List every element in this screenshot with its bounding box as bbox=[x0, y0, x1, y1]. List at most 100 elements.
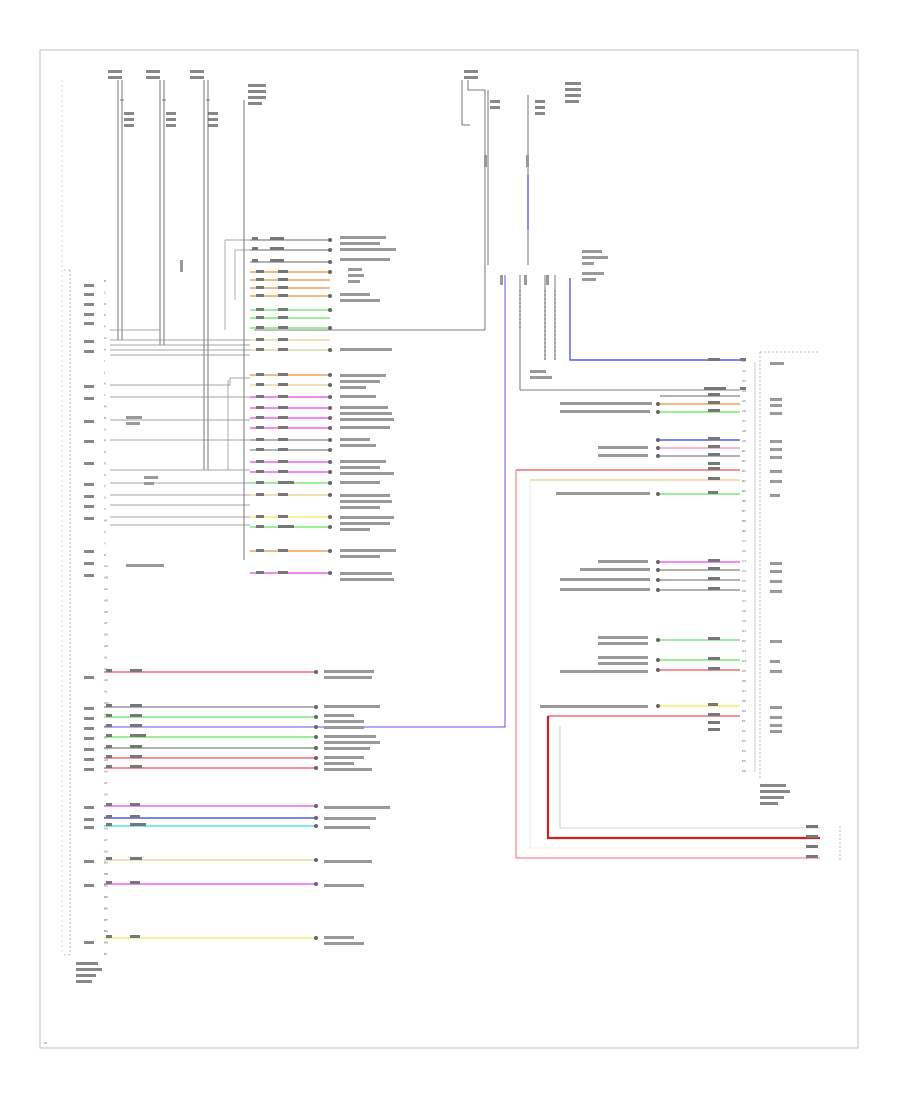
left-connector-pin: T bbox=[103, 484, 106, 488]
right-pin-column: A1A2A3A4A5A6A7A8A9B1B2B3B4B5B6B7B8B9C1C2… bbox=[742, 359, 746, 773]
left-connector-pin: BH bbox=[104, 941, 108, 945]
left-connector-pin: AR bbox=[104, 758, 108, 762]
right-connector-pin: E1 bbox=[742, 719, 746, 723]
wire-code-labels-left-lower bbox=[106, 669, 146, 938]
right-connector-pin: D7 bbox=[742, 689, 746, 693]
left-connector-pin: P bbox=[104, 439, 106, 443]
right-top-labels bbox=[484, 155, 608, 379]
right-wire-codes bbox=[704, 358, 746, 731]
right-connector-pin: B9 bbox=[742, 529, 746, 533]
right-connector-pin: D1 bbox=[742, 629, 746, 633]
left-connector-pin: AB bbox=[104, 576, 108, 580]
right-connector-pin: C1 bbox=[742, 539, 746, 543]
left-connector-pin: R bbox=[104, 462, 106, 466]
right-connector-pin: B7 bbox=[742, 509, 746, 513]
left-pin-labels bbox=[84, 284, 94, 944]
right-connector-pin: A6 bbox=[742, 409, 746, 413]
left-connector-pin: AI bbox=[104, 655, 107, 659]
right-connector-pin: C6 bbox=[742, 589, 746, 593]
right-connector-pin: E4 bbox=[742, 749, 746, 753]
top-fuse-labels bbox=[108, 70, 581, 127]
left-connector-pin: AH bbox=[104, 644, 108, 648]
left-connector-pin: Q bbox=[104, 450, 107, 454]
right-top-blue-wire bbox=[527, 175, 740, 361]
right-connector-pin: D8 bbox=[742, 699, 746, 703]
left-connector-pin: AY bbox=[104, 838, 108, 842]
right-connector-pin: A2 bbox=[742, 369, 746, 373]
left-connector-pin: Z bbox=[104, 553, 106, 557]
right-connector-pin: C7 bbox=[742, 599, 746, 603]
right-connector-pin: D5 bbox=[742, 669, 746, 673]
diagram-footer-id: W bbox=[44, 1041, 47, 1045]
left-connector-pin: M bbox=[104, 405, 107, 409]
right-connector-pin: B4 bbox=[742, 479, 746, 483]
right-connector-pin: B5 bbox=[742, 489, 746, 493]
left-connector-pin: I bbox=[104, 359, 105, 363]
right-connector-pin: B6 bbox=[742, 499, 746, 503]
left-connector-pin: K bbox=[104, 382, 107, 386]
internal-component-labels bbox=[126, 260, 183, 567]
left-connector-pin: D bbox=[104, 302, 107, 306]
left-connector-pin: BI bbox=[104, 952, 107, 956]
left-connector-pin: AZ bbox=[104, 849, 108, 853]
left-connector-pin: BD bbox=[104, 895, 109, 899]
left-connector-pin: AJ bbox=[104, 667, 107, 671]
right-connector-pin: C4 bbox=[742, 569, 746, 573]
fuse-feed-wires bbox=[117, 80, 245, 560]
left-connector-pin: V bbox=[104, 507, 107, 511]
left-connector-pin: L bbox=[104, 393, 106, 397]
right-connector-pin: D6 bbox=[742, 679, 746, 683]
left-connector-pin: BF bbox=[104, 918, 108, 922]
left-connector-pin: N bbox=[104, 416, 106, 420]
left-connector-pin: B bbox=[104, 279, 106, 283]
bottom-right-labels bbox=[806, 825, 818, 858]
right-connector-pin: A8 bbox=[742, 429, 746, 433]
left-connector-pin: BE bbox=[104, 906, 108, 910]
right-destinations bbox=[540, 362, 784, 733]
left-connector-pin: AU bbox=[104, 792, 108, 796]
right-connector-name bbox=[760, 784, 790, 805]
right-connector-pin: C5 bbox=[742, 579, 746, 583]
right-connector-pin: E2 bbox=[742, 729, 746, 733]
right-connector-pin: E5 bbox=[742, 759, 746, 763]
right-connector-pin: C8 bbox=[742, 609, 746, 613]
left-connector-pin: AE bbox=[104, 610, 108, 614]
left-connector-pin: AA bbox=[104, 564, 109, 568]
left-connector-pin: AG bbox=[104, 633, 109, 637]
left-connector-pin: S bbox=[104, 473, 106, 477]
right-connector-pin: C3 bbox=[742, 559, 746, 563]
left-connector-pin: AM bbox=[104, 701, 109, 705]
left-connector-pin: AF bbox=[104, 621, 108, 625]
right-connector-outline bbox=[759, 351, 820, 778]
left-connector-outline bbox=[64, 269, 71, 956]
left-connector-pin: E bbox=[104, 313, 106, 317]
left-connector-pin: AX bbox=[104, 827, 108, 831]
right-top-dashed bbox=[519, 290, 556, 360]
right-connector-pin: E6 bbox=[742, 769, 746, 773]
right-connector-pin: E3 bbox=[742, 739, 746, 743]
right-connector-pin: D2 bbox=[742, 639, 746, 643]
right-connector-pin: B1 bbox=[742, 449, 746, 453]
right-connector-pin: A4 bbox=[742, 389, 746, 393]
left-connector-pin: X bbox=[104, 530, 106, 534]
left-lower-destinations bbox=[314, 670, 390, 945]
left-connector-pin: AT bbox=[104, 781, 108, 785]
left-connector-pin: F bbox=[104, 325, 106, 329]
right-connector-pin: A7 bbox=[742, 419, 746, 423]
left-connector-pin: BA bbox=[104, 861, 109, 865]
left-connector-pin: AC bbox=[104, 587, 108, 591]
right-wire-harness bbox=[516, 395, 740, 717]
right-connector-pin: C9 bbox=[742, 619, 746, 623]
left-connector-pin: AD bbox=[104, 598, 109, 602]
left-connector-pin: C bbox=[104, 290, 106, 294]
left-upper-destinations bbox=[328, 236, 396, 581]
right-connector-pin: D9 bbox=[742, 709, 746, 713]
right-connector-pin: A3 bbox=[742, 379, 746, 383]
wire-code-labels-left-upper bbox=[252, 237, 294, 574]
right-connector-pin: A9 bbox=[742, 439, 746, 443]
left-connector-pin: BC bbox=[104, 884, 108, 888]
right-connector-pin: C2 bbox=[742, 549, 746, 553]
left-connector-pin: J bbox=[103, 370, 105, 374]
